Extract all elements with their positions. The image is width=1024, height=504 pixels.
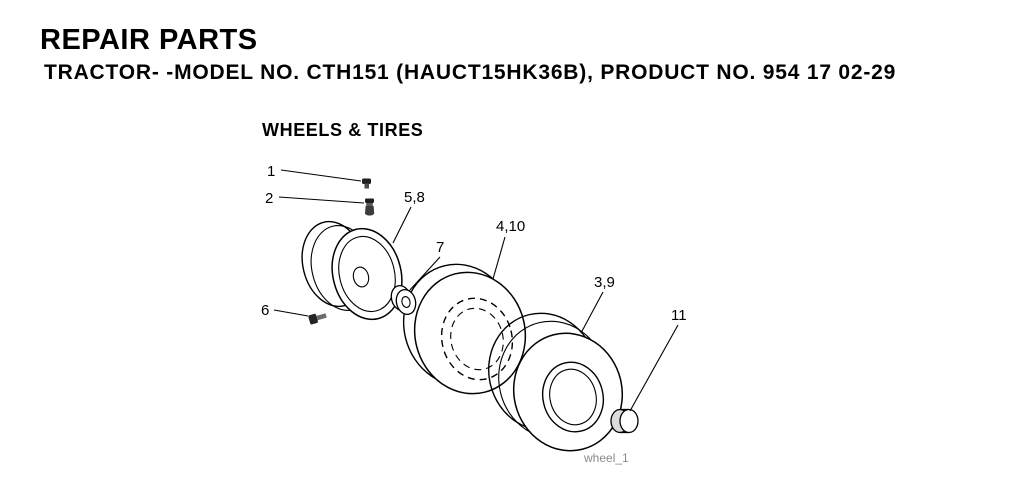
callout-1: 1	[267, 163, 275, 180]
part-bolt	[308, 313, 327, 325]
part-cap	[610, 408, 639, 434]
callout-2: 2	[265, 190, 273, 207]
leader-line-11	[629, 324, 679, 412]
part-washer	[390, 285, 417, 315]
leader-line-7	[408, 256, 441, 292]
part-stud	[362, 178, 371, 189]
part-valve-stem	[365, 198, 375, 216]
callout-7: 7	[436, 239, 444, 256]
callout-6: 6	[261, 302, 269, 319]
leader-line-4-10	[492, 236, 506, 280]
page-title: REPAIR PARTS	[40, 24, 258, 56]
diagram-section-title: WHEELS & TIRES	[262, 120, 423, 140]
model-subtitle: TRACTOR- -MODEL NO. CTH151 (HAUCT15HK36B…	[44, 61, 897, 84]
leader-line-2	[278, 196, 365, 204]
diagram-watermark: wheel_1	[583, 451, 629, 465]
leader-line-3-9	[580, 291, 604, 334]
leader-line-6	[273, 309, 309, 317]
leader-line-1	[280, 169, 362, 182]
part-inner-tire	[402, 263, 527, 395]
leader-line-5-8	[392, 206, 412, 244]
callout-5-8: 5,8	[404, 189, 425, 206]
part-rim	[301, 220, 403, 321]
callout-11: 11	[671, 307, 687, 324]
part-outer-tire	[487, 312, 624, 452]
leader-lines	[273, 169, 679, 412]
callout-4-10: 4,10	[496, 218, 525, 235]
callout-3-9: 3,9	[594, 274, 615, 291]
